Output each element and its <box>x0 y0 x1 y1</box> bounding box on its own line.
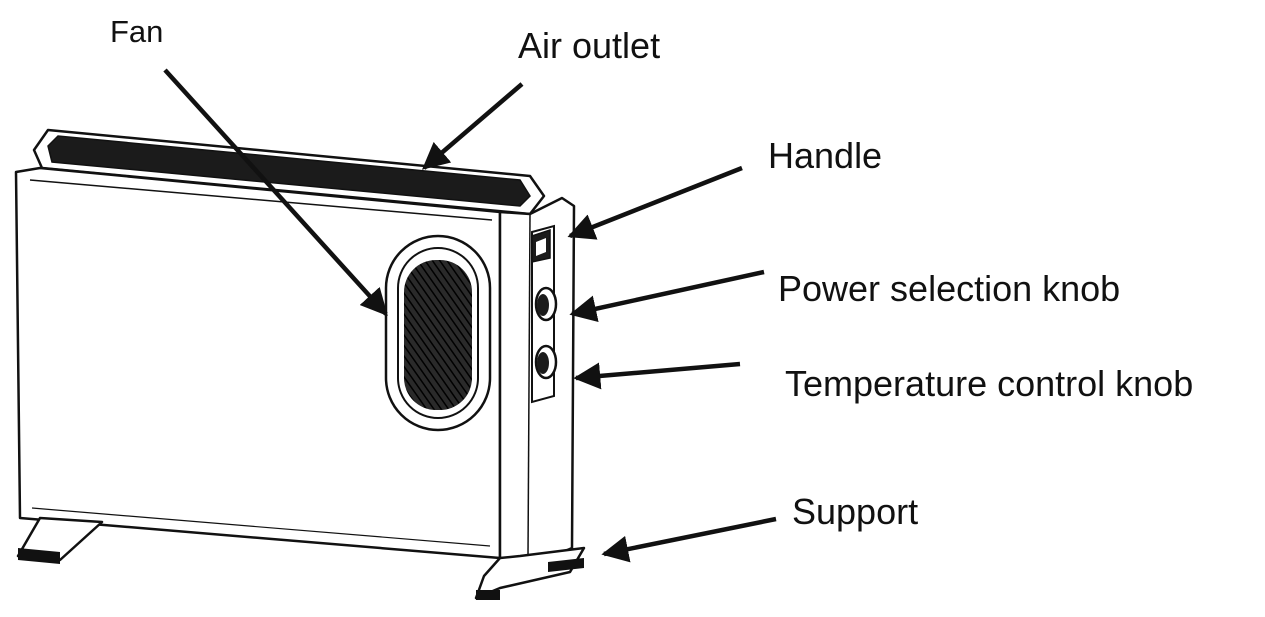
fan-window <box>384 234 492 432</box>
arrow-handle <box>567 165 743 240</box>
support-label: Support <box>792 491 919 532</box>
fan-label: Fan <box>110 14 164 49</box>
left-support-foot <box>16 516 104 564</box>
arrow-temperature-knob <box>573 361 741 390</box>
temperature-control-knob-label: Temperature control knob <box>785 363 1194 404</box>
arrow-air-outlet <box>421 82 524 170</box>
handle-label: Handle <box>768 135 883 176</box>
arrow-fan <box>163 68 388 317</box>
air-outlet-label: Air outlet <box>518 25 661 66</box>
power-selection-knob <box>534 286 558 322</box>
handle <box>531 228 551 263</box>
right-support-foot <box>474 546 586 600</box>
temperature-control-knob <box>534 344 558 380</box>
leader-arrows <box>163 68 777 563</box>
arrow-power-knob <box>569 269 765 322</box>
power-selection-knob-label: Power selection knob <box>778 268 1121 309</box>
arrow-support <box>601 516 777 563</box>
